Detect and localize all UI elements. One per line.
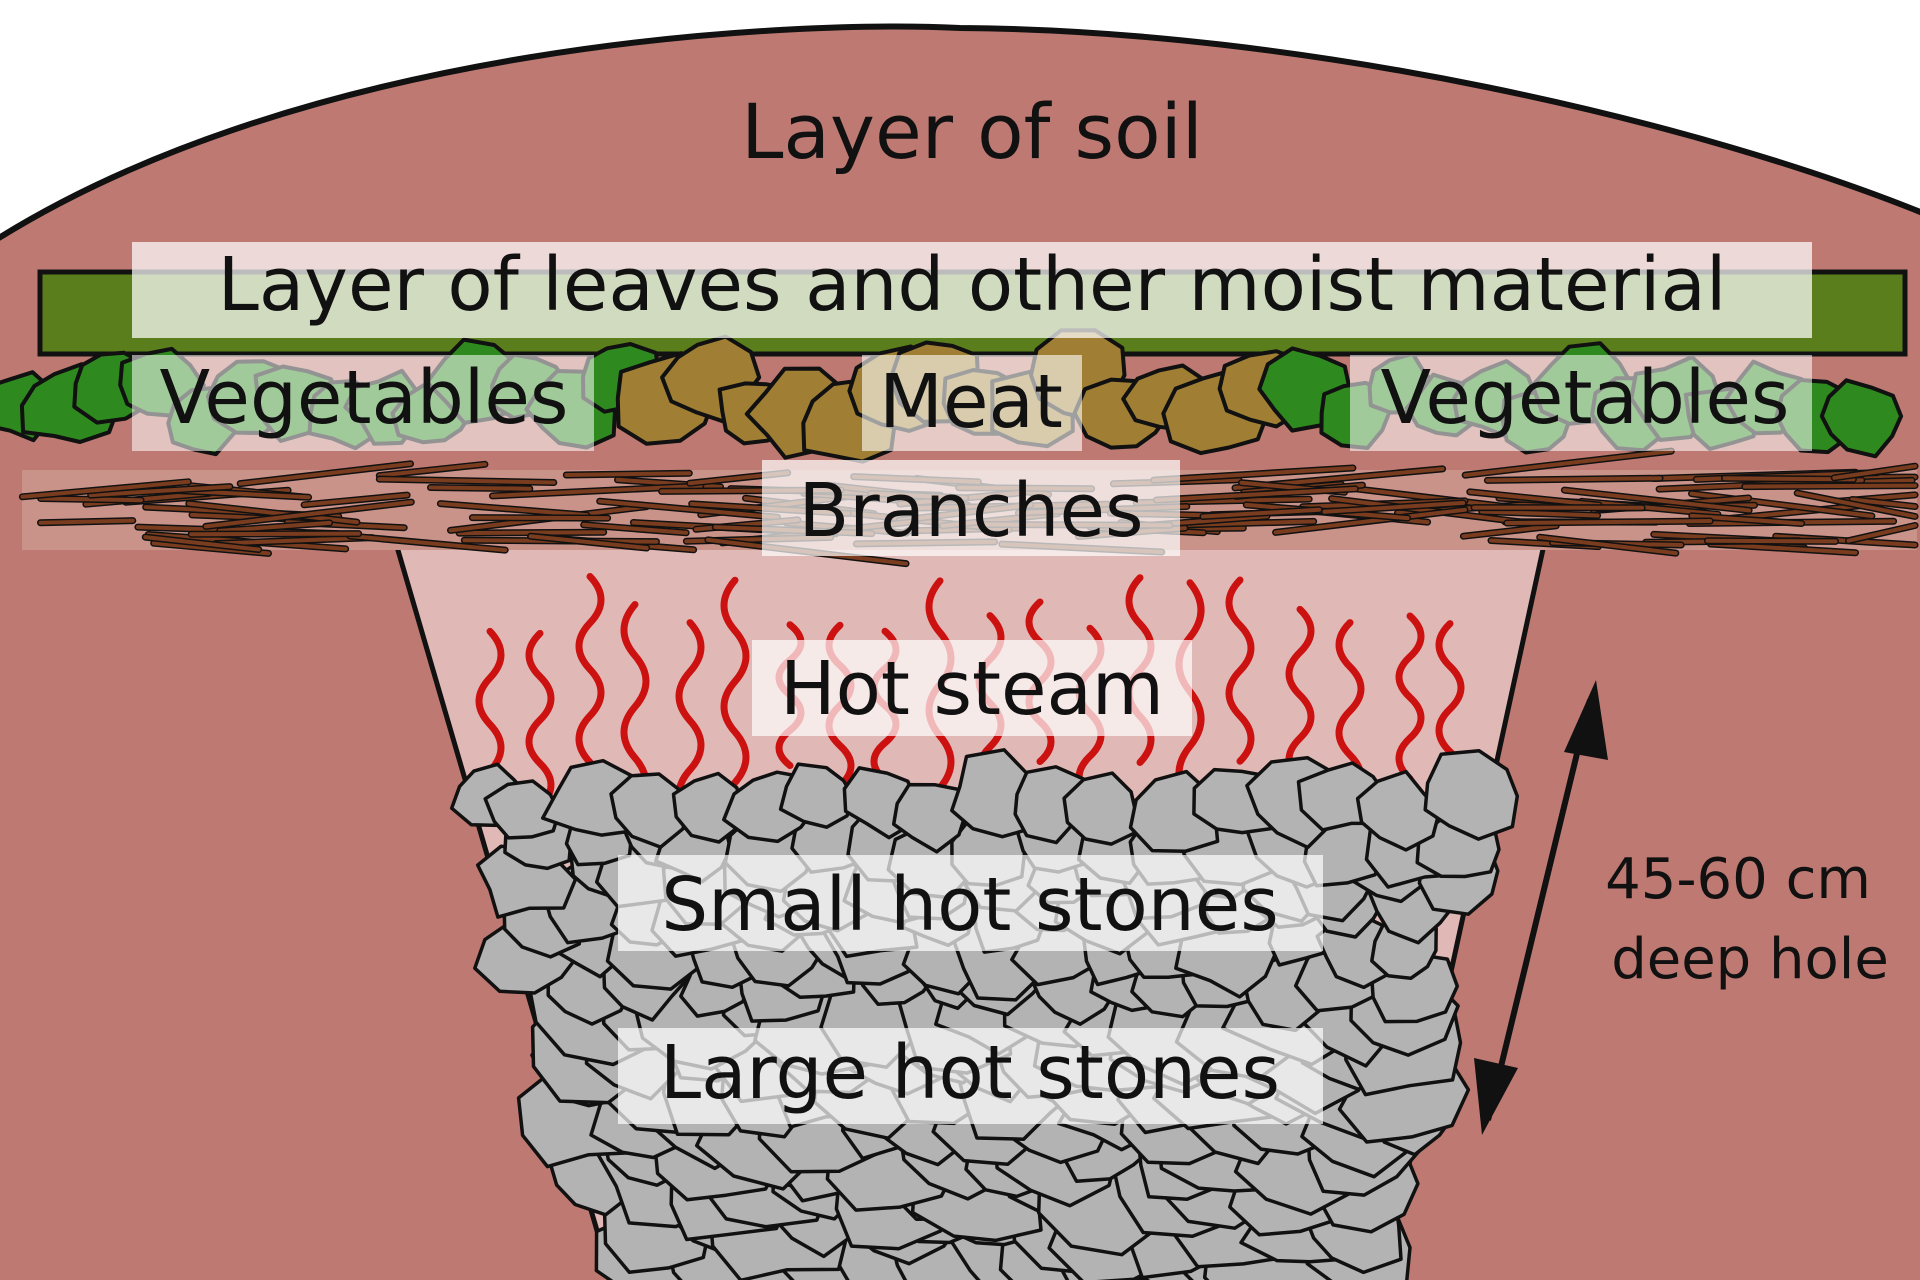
branch bbox=[302, 493, 410, 507]
branch bbox=[1742, 483, 1917, 489]
steam-label: Hot steam bbox=[780, 646, 1164, 732]
branch bbox=[1504, 519, 1713, 525]
branch bbox=[88, 484, 232, 498]
steam-wisp bbox=[620, 601, 650, 813]
branch bbox=[1201, 507, 1322, 519]
branch bbox=[1322, 500, 1466, 514]
branch bbox=[213, 535, 375, 546]
branch bbox=[597, 499, 780, 520]
branch bbox=[1154, 486, 1358, 502]
stone bbox=[483, 779, 561, 840]
steam-wisp bbox=[720, 576, 750, 787]
branch bbox=[1689, 513, 1804, 526]
small-stones-label: Small hot stones bbox=[661, 862, 1279, 948]
stone bbox=[540, 758, 638, 837]
branch bbox=[470, 515, 610, 521]
depth-arrow bbox=[1474, 680, 1608, 1135]
large-stones-label: Large hot stones bbox=[660, 1030, 1280, 1116]
branch bbox=[377, 477, 556, 485]
branch bbox=[428, 485, 532, 491]
branch bbox=[1705, 538, 1838, 544]
depth-label-line1: 45-60 cm bbox=[1605, 847, 1871, 912]
stone bbox=[891, 782, 968, 854]
branch bbox=[189, 531, 361, 537]
steam-wisp bbox=[575, 572, 605, 766]
branch bbox=[38, 496, 143, 503]
branch bbox=[490, 483, 703, 498]
branch bbox=[238, 461, 413, 486]
branch bbox=[1479, 509, 1600, 518]
stone bbox=[778, 762, 856, 829]
branch bbox=[1708, 542, 1858, 555]
branch bbox=[1537, 535, 1678, 556]
branch bbox=[1562, 488, 1752, 513]
branch bbox=[528, 534, 649, 550]
soil-label: Layer of soil bbox=[741, 87, 1203, 176]
leaves-label: Layer of leaves and other moist material bbox=[218, 242, 1727, 328]
branch bbox=[1795, 491, 1917, 519]
branch bbox=[217, 520, 332, 533]
meat-label: Meat bbox=[879, 359, 1063, 445]
branch bbox=[457, 530, 606, 536]
stone bbox=[1062, 771, 1138, 846]
vegetables-left-label: Vegetables bbox=[160, 355, 569, 441]
label-backgrounds bbox=[132, 242, 1812, 1124]
branch bbox=[203, 500, 414, 529]
branch bbox=[1467, 489, 1601, 507]
stone bbox=[671, 771, 743, 844]
branch bbox=[377, 462, 487, 478]
steam-wisp bbox=[1395, 612, 1425, 783]
branch bbox=[1461, 523, 1559, 539]
branch bbox=[1485, 476, 1662, 483]
stone bbox=[1355, 769, 1442, 852]
branch bbox=[1846, 523, 1917, 543]
branch bbox=[564, 471, 692, 477]
steam-wisp bbox=[1225, 576, 1255, 765]
branch bbox=[1273, 507, 1467, 535]
vegetable-piece bbox=[1819, 378, 1904, 459]
branch bbox=[438, 501, 589, 518]
steam-wisp bbox=[1285, 605, 1315, 785]
branches-label: Branches bbox=[798, 468, 1143, 554]
branch bbox=[1850, 497, 1917, 509]
steam-wisp bbox=[675, 619, 705, 823]
branch bbox=[1463, 449, 1674, 478]
branch bbox=[1832, 464, 1917, 480]
branch bbox=[38, 518, 135, 525]
branch bbox=[581, 522, 689, 535]
branch bbox=[143, 535, 261, 552]
branch bbox=[1151, 466, 1355, 483]
branch bbox=[1579, 499, 1720, 517]
branch bbox=[186, 501, 359, 525]
stone bbox=[609, 772, 688, 849]
branch bbox=[347, 534, 508, 553]
stone bbox=[1423, 748, 1520, 841]
steam-wisp bbox=[525, 629, 555, 811]
depth-label-line2: deep hole bbox=[1611, 927, 1889, 992]
branch bbox=[20, 479, 191, 499]
vegetables-right-label: Vegetables bbox=[1381, 355, 1790, 441]
hot-stones bbox=[449, 748, 1520, 1280]
